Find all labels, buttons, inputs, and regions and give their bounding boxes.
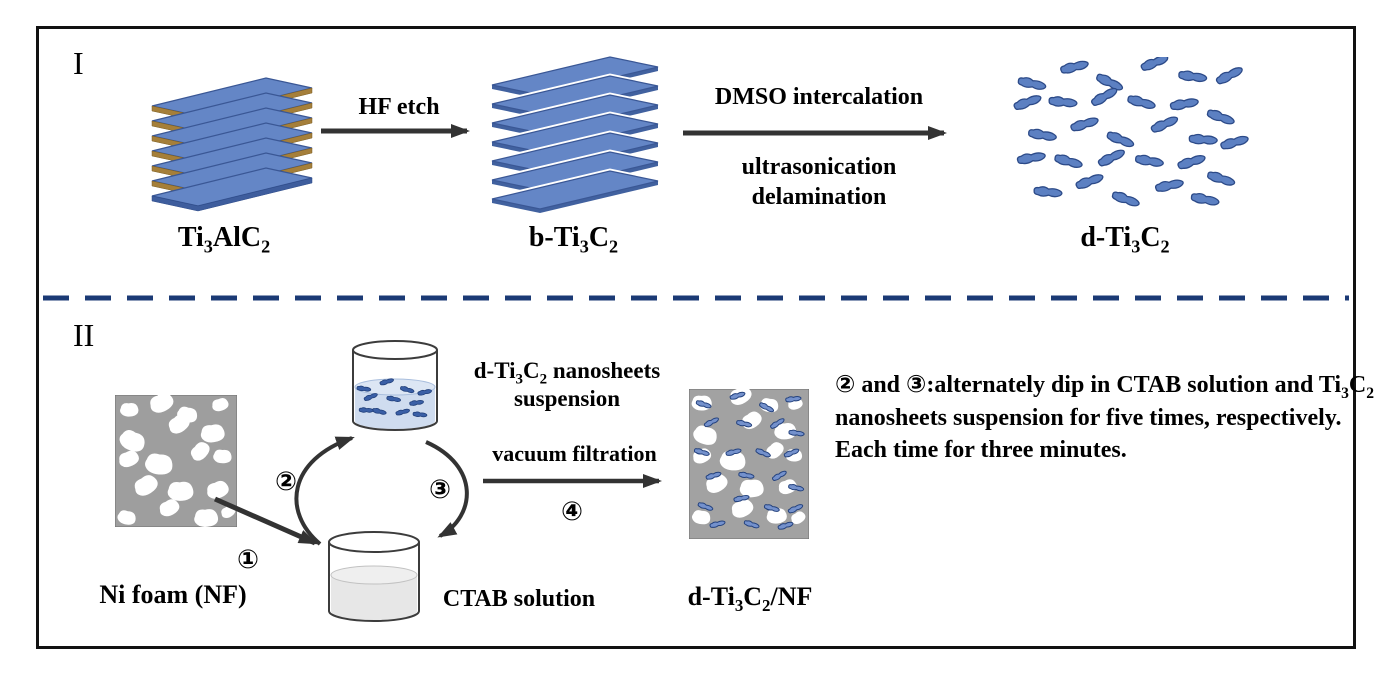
ti3alc2-stack-illustration xyxy=(151,77,313,212)
dmso-intercalation-label: DMSO intercalation xyxy=(714,84,924,110)
dti3c2-flakes-illustration xyxy=(1012,57,1250,210)
bti3c2-stack-illustration xyxy=(489,54,661,216)
suspension-label: d-Ti3C2 nanosheets suspension xyxy=(473,358,661,411)
section-1-numeral: I xyxy=(73,45,84,81)
step-1-arrow xyxy=(213,496,318,546)
step-1-badge: ① xyxy=(237,545,260,575)
vacuum-filtration-arrow xyxy=(483,474,662,488)
hf-etch-arrow xyxy=(321,124,470,138)
suspension-beaker-illustration xyxy=(352,340,438,431)
hf-etch-label: HF etch xyxy=(358,94,440,120)
step-2-badge: ② xyxy=(275,467,298,497)
dti3c2-label: d-Ti3C2 xyxy=(1080,222,1170,257)
vacuum-filtration-label: vacuum filtration xyxy=(492,441,657,466)
ti3alc2-label: Ti3AlC2 xyxy=(177,222,271,257)
ultrasonication-label: ultrasonication xyxy=(741,154,897,180)
dmso-arrow xyxy=(683,126,947,140)
bti3c2-label: b-Ti3C2 xyxy=(528,222,619,257)
step-3-badge: ③ xyxy=(429,475,452,505)
ni-foam-illustration xyxy=(115,395,237,527)
section-divider xyxy=(43,295,1349,301)
step-4-badge: ④ xyxy=(561,497,584,527)
dti3c2-nf-illustration xyxy=(689,389,809,539)
ctab-label: CTAB solution xyxy=(442,586,596,612)
procedure-note: ② and ③:alternately dip in CTAB solution… xyxy=(835,372,1375,464)
ni-foam-label: Ni foam (NF) xyxy=(99,580,247,609)
delamination-label: delamination xyxy=(751,184,887,210)
dti3c2-nf-label: d-Ti3C2/NF xyxy=(687,582,813,616)
ctab-beaker-illustration xyxy=(328,531,420,622)
diagram-frame: I Ti3AlC2 HF etch b-Ti3C2 xyxy=(36,26,1374,649)
section-2-numeral: II xyxy=(73,317,95,353)
dip-cycle-arrows xyxy=(294,436,469,546)
